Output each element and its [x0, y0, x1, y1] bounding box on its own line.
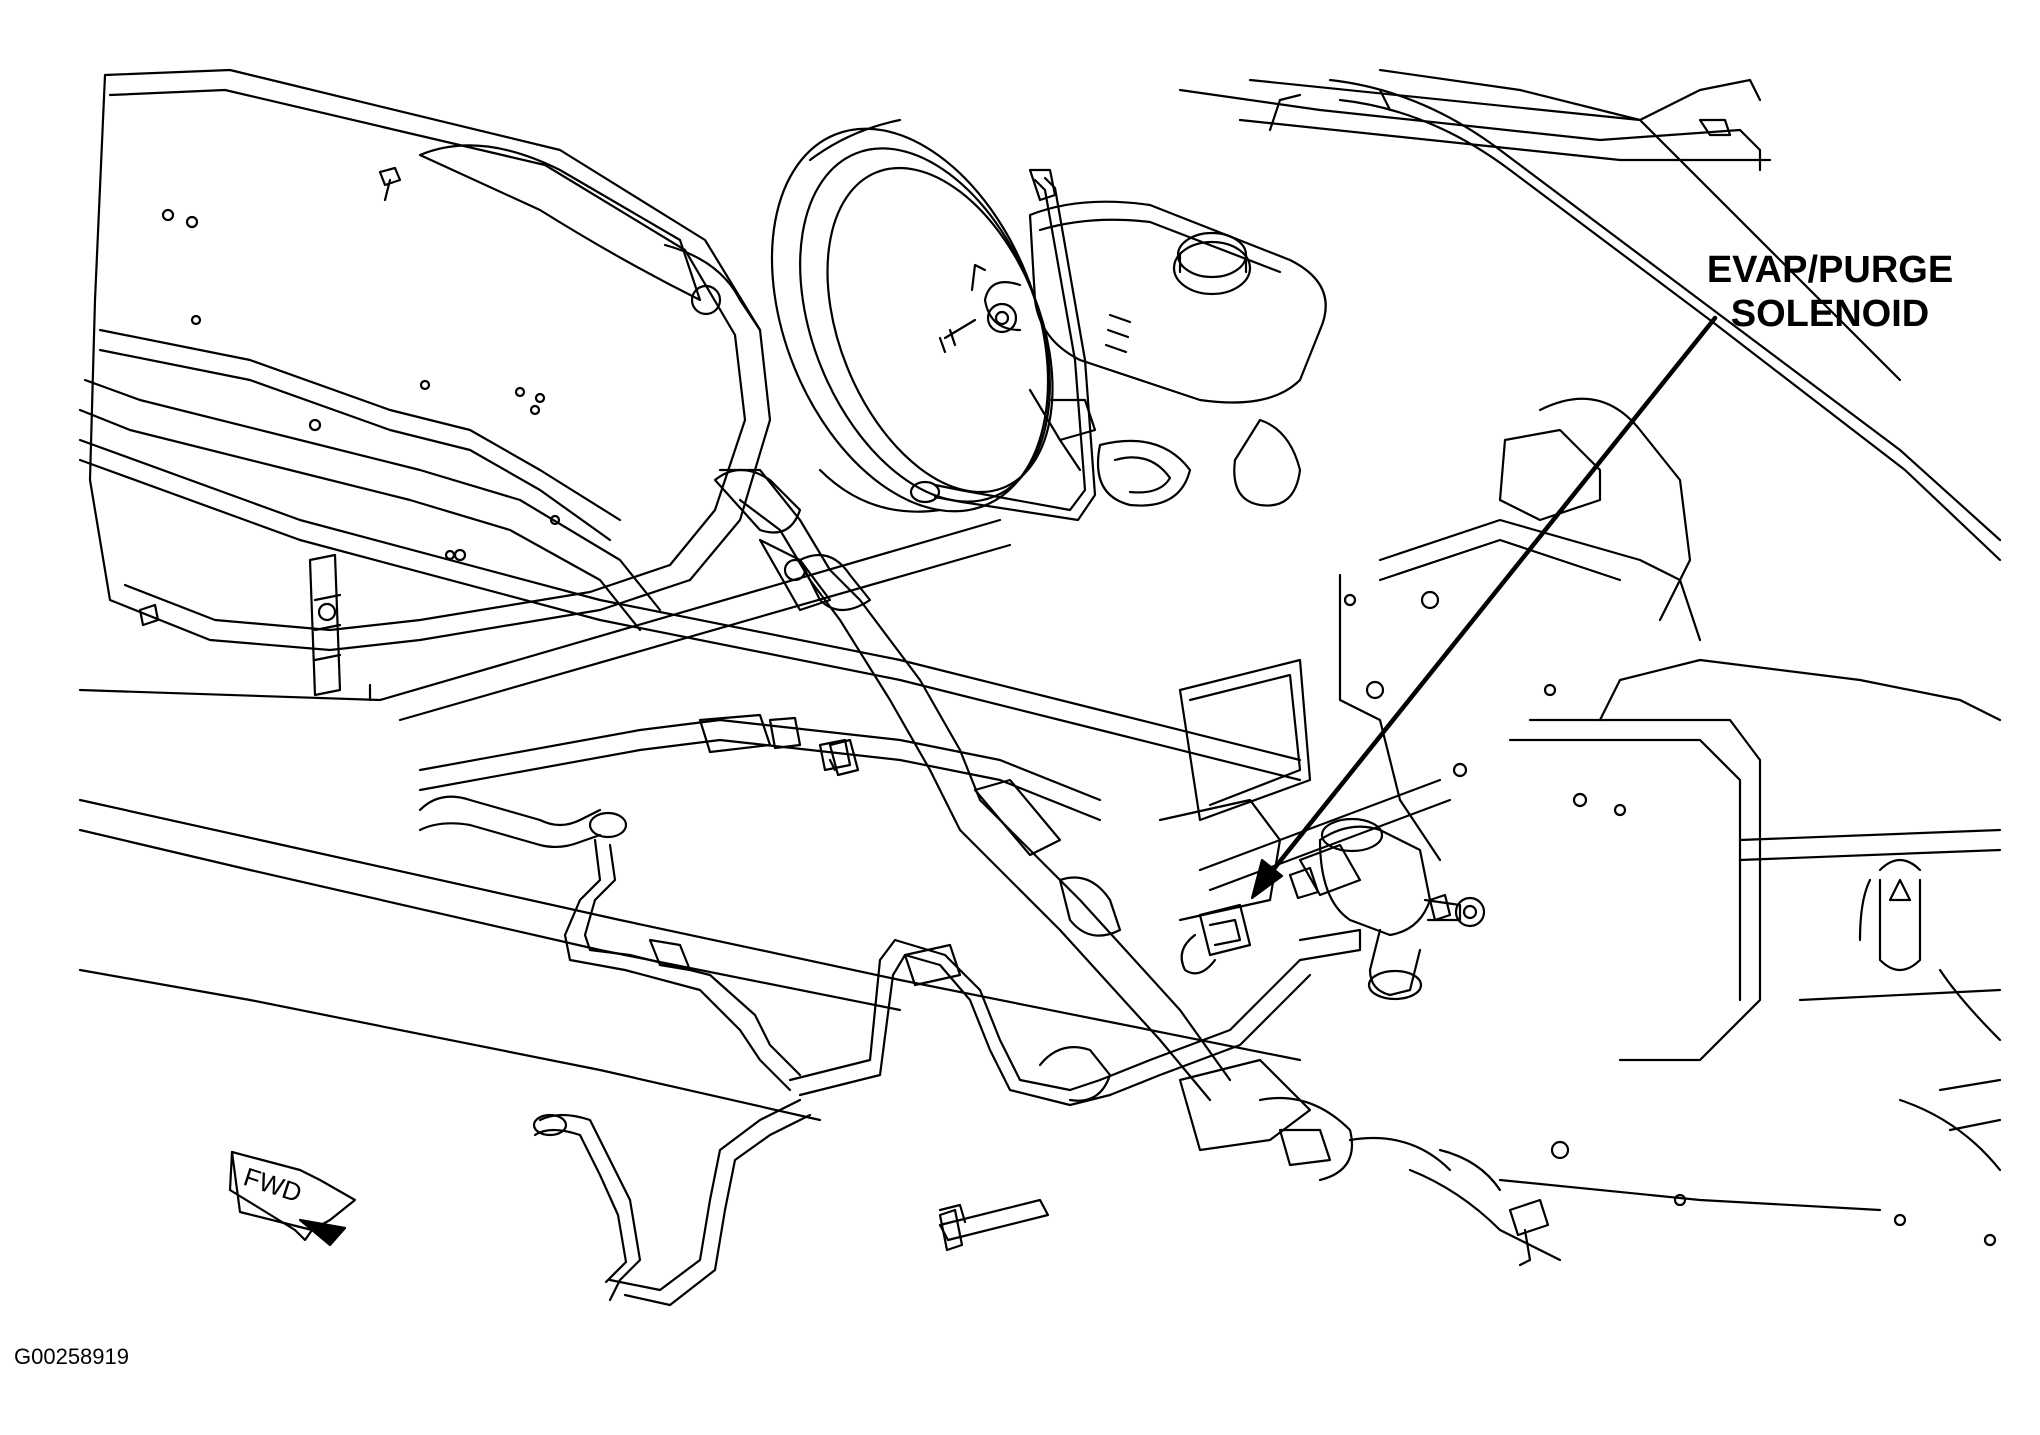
fwd-direction-marker: FWD — [228, 1150, 357, 1247]
left-fender-panel — [78, 68, 772, 652]
firewall-lines — [78, 438, 1302, 1122]
master-cylinder — [938, 200, 1327, 507]
evap-purge-solenoid-callout: EVAP/PURGE SOLENOID — [1660, 248, 2000, 336]
evap-purge-solenoid — [1288, 817, 1486, 1001]
fasteners — [138, 603, 1550, 1267]
electrical-connector — [1180, 903, 1252, 975]
callout-line-2: SOLENOID — [1730, 293, 1930, 335]
callout-arrow — [1250, 315, 1718, 900]
callout-line-1: EVAP/PURGE — [1706, 249, 1954, 291]
right-fender-structure — [1178, 68, 2002, 1247]
figure-id: G00258919 — [14, 1344, 129, 1369]
brake-line — [909, 168, 1097, 522]
brake-booster — [770, 118, 1054, 513]
solenoid-bracket — [1158, 593, 1627, 922]
wiring-clip — [308, 553, 342, 697]
vapor-hoses — [418, 795, 1312, 1307]
vapor-tube — [418, 713, 1102, 822]
steering-shaft — [713, 468, 1882, 1262]
